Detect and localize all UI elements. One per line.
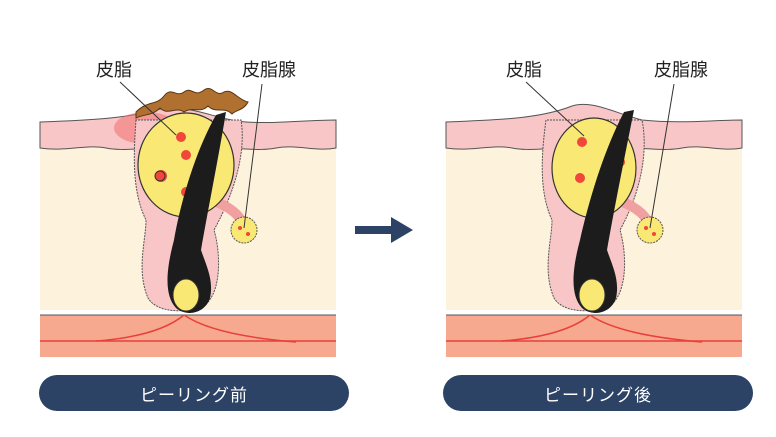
arrow-right-icon [355, 217, 413, 243]
hair-bulb [172, 278, 200, 312]
label-sebum: 皮脂 [96, 60, 132, 81]
skin-cross-section-before [39, 81, 337, 357]
after-peeling-diagram: 皮脂 皮脂腺 [442, 40, 747, 370]
leader-gland [243, 83, 263, 229]
label-sebaceous-gland: 皮脂腺 [654, 60, 708, 81]
hair-shaft [573, 110, 634, 313]
sebaceous-gland [230, 216, 258, 244]
label-sebum: 皮脂 [506, 60, 542, 81]
leader-gland [649, 83, 675, 229]
leader-sebum [525, 81, 585, 137]
blood-vessel [95, 314, 297, 343]
fat-layer [40, 315, 336, 357]
hair-shaft [167, 112, 226, 313]
label-sebaceous-gland: 皮脂腺 [242, 60, 296, 81]
keratin-plug [135, 88, 249, 119]
before-peeling-diagram: 皮脂 皮脂腺 [36, 40, 341, 370]
blood-vessel [501, 314, 703, 343]
caption-before-peeling: ピーリング前 [39, 375, 349, 411]
leader-sebum [119, 81, 177, 136]
hair-bulb [578, 278, 606, 312]
sebaceous-gland [636, 216, 664, 244]
caption-after-peeling: ピーリング後 [443, 375, 753, 411]
skin-cross-section-after [445, 81, 743, 357]
fat-layer [446, 315, 742, 357]
